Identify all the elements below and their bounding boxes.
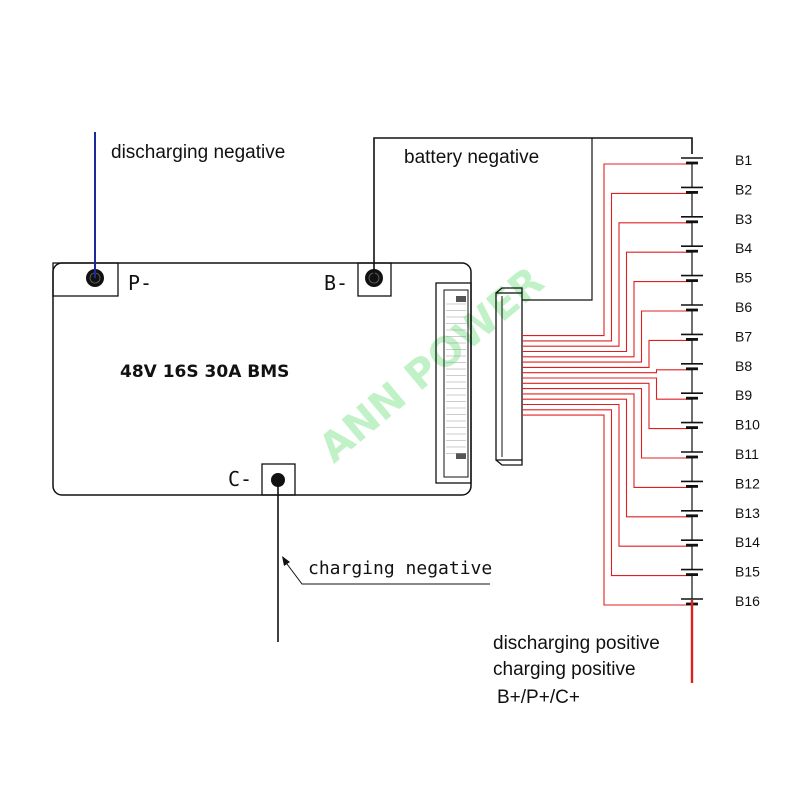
battery-cell-b8: [681, 362, 703, 394]
battery-cell-b11: [681, 451, 703, 482]
cell-label-b9: B9: [735, 387, 752, 403]
cell-label-b13: B13: [735, 505, 760, 521]
discharging-positive-label: discharging positive: [493, 633, 660, 654]
balance-wire-10: [522, 382, 692, 430]
cell-label-b14: B14: [735, 534, 760, 550]
balance-wire-8: [522, 369, 692, 374]
balance-wire-15: [522, 409, 692, 577]
balance-wire-4: [522, 251, 692, 353]
battery-cell-b10: [681, 421, 703, 452]
cell-label-b3: B3: [735, 211, 752, 227]
cell-label-b10: B10: [735, 417, 760, 433]
balance-wire-5: [522, 281, 692, 358]
c-minus-label: C-: [228, 467, 252, 491]
charging-positive-label: charging positive: [493, 659, 636, 680]
balance-wire-1: [522, 163, 692, 337]
cell-label-b6: B6: [735, 299, 752, 315]
cell-label-b5: B5: [735, 270, 752, 286]
balance-wire-16: [522, 414, 692, 606]
cable-plug-connector: [495, 287, 523, 466]
board-title: 48V 16S 30A BMS: [120, 362, 289, 382]
balance-wire-12: [522, 393, 692, 488]
p-minus-label: P-: [128, 271, 152, 295]
charging-negative-label: charging negative: [308, 558, 492, 579]
discharging-negative-label: discharging negative: [111, 142, 285, 163]
battery-cell-b1: [681, 157, 703, 188]
battery-cell-b13: [681, 509, 703, 541]
battery-cell-b4: [681, 245, 703, 276]
cell-label-b2: B2: [735, 181, 752, 197]
balance-wire-7: [522, 339, 692, 368]
charging-negative-pointer: [282, 556, 490, 585]
battery-negative-tap: [522, 138, 593, 301]
cell-label-b4: B4: [735, 240, 752, 256]
battery-cell-b14: [681, 539, 703, 570]
p-minus-terminal: [52, 262, 119, 297]
battery-cell-b15: [681, 568, 703, 599]
cell-label-b15: B15: [735, 564, 760, 580]
cell-label-b16: B16: [735, 593, 760, 609]
balance-wire-6: [522, 310, 692, 363]
battery-negative-label: battery negative: [404, 147, 539, 168]
battery-cell-b7: [681, 333, 703, 364]
cell-label-b1: B1: [735, 152, 752, 168]
balance-wire-2: [522, 192, 692, 342]
cell-label-b11: B11: [735, 446, 759, 462]
battery-cell-b2: [681, 186, 703, 217]
balance-wire-group: [522, 163, 692, 606]
battery-cell-b6: [681, 304, 703, 335]
b-minus-label: B-: [324, 271, 348, 295]
balance-wire-13: [522, 398, 692, 518]
battery-cell-b3: [681, 216, 703, 247]
cell-label-b8: B8: [735, 358, 752, 374]
balance-wire-9: [522, 377, 692, 400]
balance-wire-3: [522, 222, 692, 347]
balance-wire-14: [522, 403, 692, 547]
battery-cell-b12: [681, 480, 703, 511]
positive-terminals-label: B+/P+/C+: [497, 687, 580, 708]
balance-wire-11: [522, 388, 692, 459]
battery-cell-b5: [681, 274, 703, 305]
battery-cell-b9: [681, 392, 703, 423]
battery-negative-wire: [373, 137, 693, 278]
board-connector-header: [435, 282, 472, 484]
cell-label-b7: B7: [735, 328, 752, 344]
cell-label-b12: B12: [735, 475, 760, 491]
